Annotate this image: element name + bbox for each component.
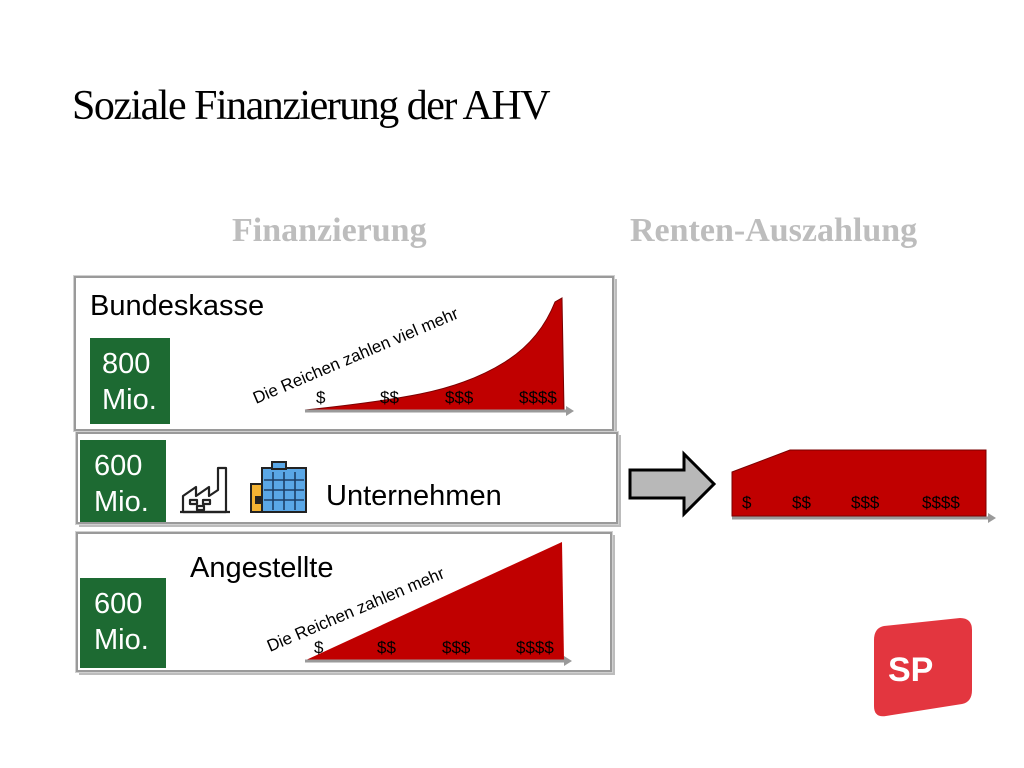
unternehmen-label: Unternehmen bbox=[326, 480, 502, 512]
renten-tick-2: $$ bbox=[792, 493, 811, 512]
unternehmen-box bbox=[76, 432, 618, 524]
sp-logo: SP bbox=[874, 618, 972, 717]
sp-logo-shape bbox=[874, 618, 972, 717]
renten-axis-arrow bbox=[988, 513, 996, 523]
bundeskasse-amount-number: 800 bbox=[102, 348, 151, 380]
bundeskasse-label: Bundeskasse bbox=[90, 290, 265, 322]
renten-tick-3: $$$ bbox=[851, 493, 880, 512]
sp-logo-text: SP bbox=[888, 651, 933, 689]
bundeskasse-tick-4: $$$$ bbox=[519, 388, 557, 407]
unternehmen-amount: 600 Mio. bbox=[80, 440, 166, 522]
flow-arrow-icon bbox=[628, 450, 717, 518]
unternehmen-amount-unit: Mio. bbox=[94, 486, 149, 518]
renten-tick-1: $ bbox=[742, 493, 752, 512]
angestellte-tick-3: $$$ bbox=[442, 638, 471, 657]
angestellte-axis-arrow bbox=[564, 656, 572, 666]
heading-financing: Finanzierung bbox=[232, 212, 427, 249]
renten-payout-shape bbox=[731, 449, 987, 517]
bundeskasse-amount: 800 Mio. bbox=[90, 338, 170, 424]
angestellte-amount: 600 Mio. bbox=[80, 578, 166, 668]
bundeskasse-tick-2: $$ bbox=[380, 388, 399, 407]
heading-payout: Renten-Auszahlung bbox=[630, 212, 918, 249]
unternehmen-amount-number: 600 bbox=[94, 450, 143, 482]
angestellte-amount-number: 600 bbox=[94, 588, 143, 620]
renten-tick-4: $$$$ bbox=[922, 493, 960, 512]
office-building-icon bbox=[250, 461, 307, 513]
angestellte-tick-4: $$$$ bbox=[516, 638, 554, 657]
bundeskasse-amount-unit: Mio. bbox=[102, 384, 157, 416]
factory-icon bbox=[180, 466, 230, 514]
bundeskasse-tick-3: $$$ bbox=[445, 388, 474, 407]
bundeskasse-tick-1: $ bbox=[316, 388, 326, 407]
angestellte-label: Angestellte bbox=[190, 552, 334, 584]
angestellte-tick-1: $ bbox=[314, 638, 324, 657]
angestellte-triangle bbox=[306, 542, 564, 660]
angestellte-tick-2: $$ bbox=[377, 638, 396, 657]
angestellte-amount-unit: Mio. bbox=[94, 624, 149, 656]
bundeskasse-curve bbox=[304, 297, 565, 411]
slide-title: Soziale Finanzierung der AHV bbox=[72, 83, 551, 129]
bundeskasse-axis-arrow bbox=[566, 406, 574, 416]
